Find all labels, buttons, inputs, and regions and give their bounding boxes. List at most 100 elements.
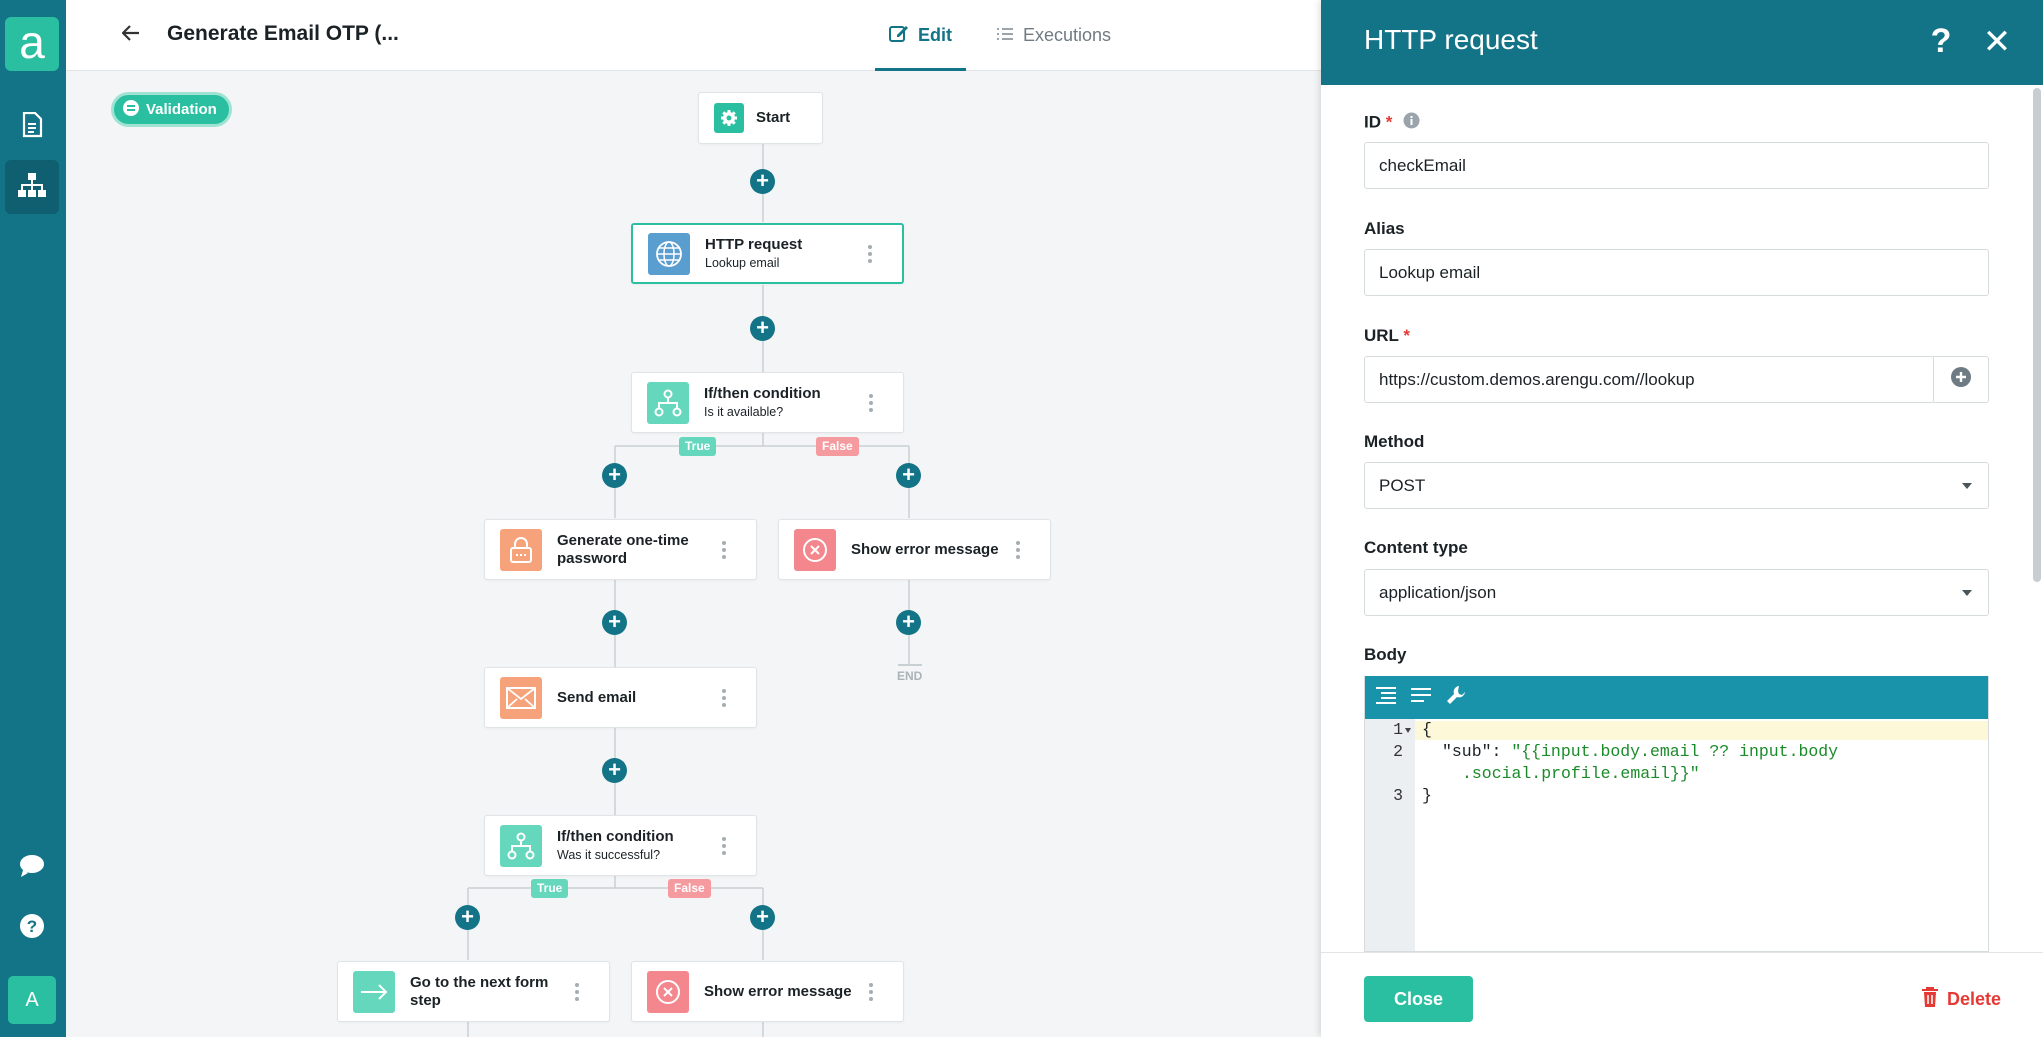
flow-node-send-email[interactable]: Send email	[484, 667, 757, 728]
add-step-button[interactable]: +	[455, 905, 480, 930]
node-title: If/then condition	[557, 828, 674, 846]
back-button[interactable]	[116, 20, 146, 50]
branch-icon	[647, 381, 689, 424]
validation-badge[interactable]: Validation	[111, 92, 232, 127]
tab-edit-label: Edit	[918, 25, 952, 45]
nav-chat[interactable]	[5, 841, 59, 895]
fold-arrow-icon[interactable]	[1405, 728, 1411, 733]
id-input[interactable]: checkEmail	[1364, 142, 1989, 189]
delete-button[interactable]: Delete	[1921, 986, 2001, 1013]
flow-node-next-step[interactable]: Go to the next form step	[337, 961, 610, 1022]
close-icon[interactable]: ✕	[1982, 23, 2012, 61]
trash-icon	[1921, 986, 1939, 1013]
flow-node-generate-otp[interactable]: Generate one-time password	[484, 519, 757, 580]
gear-icon	[714, 103, 744, 133]
flow-node-condition[interactable]: If/then condition Is it available?	[631, 372, 904, 433]
code-open-brace: {	[1422, 720, 1432, 739]
node-title: Show error message	[704, 982, 852, 1000]
delete-button-label: Delete	[1947, 989, 2002, 1009]
chevron-down-icon	[1962, 483, 1972, 489]
end-label: END	[897, 669, 923, 683]
error-icon	[647, 970, 689, 1013]
node-subtitle: Lookup email	[705, 256, 780, 271]
content-type-select[interactable]: application/json	[1364, 569, 1989, 616]
node-menu-button[interactable]	[714, 688, 734, 707]
tab-edit[interactable]: Edit	[875, 0, 966, 71]
node-subtitle: Was it successful?	[557, 848, 661, 863]
body-label: Body	[1364, 645, 1407, 664]
tab-executions[interactable]: Executions	[996, 0, 1111, 71]
list-icon	[996, 25, 1014, 46]
alias-label: Alias	[1364, 219, 1405, 238]
chat-icon	[19, 854, 45, 883]
nav-forms[interactable]	[5, 100, 59, 154]
node-title: Show error message	[851, 540, 999, 558]
close-button[interactable]: Close	[1364, 976, 1473, 1022]
node-settings-panel: HTTP request ? ✕ ID * checkEmail Alias L…	[1321, 0, 2043, 1037]
required-marker: *	[1385, 112, 1393, 132]
add-step-button[interactable]: +	[602, 463, 627, 488]
help-circle-icon: ?	[19, 913, 45, 944]
node-menu-button[interactable]	[861, 393, 881, 412]
node-menu-button[interactable]	[567, 982, 587, 1001]
alias-input[interactable]: Lookup email	[1364, 249, 1989, 296]
line-number: 3	[1393, 786, 1403, 805]
chevron-down-icon	[1962, 590, 1972, 596]
panel-footer: Close Delete	[1321, 952, 2043, 1037]
format-icon[interactable]	[1375, 686, 1397, 709]
add-step-button[interactable]: +	[602, 758, 627, 783]
id-label-text: ID	[1364, 112, 1381, 132]
method-value: POST	[1379, 475, 1426, 495]
arrow-left-icon	[121, 24, 140, 46]
tab-executions-label: Executions	[1023, 25, 1112, 45]
start-node-label: Start	[756, 109, 791, 127]
add-step-button[interactable]: +	[896, 463, 921, 488]
wrench-icon[interactable]	[1445, 684, 1467, 711]
app-logo[interactable]: a	[5, 17, 59, 71]
node-menu-button[interactable]	[861, 982, 881, 1001]
add-step-button[interactable]: +	[750, 905, 775, 930]
node-menu-button[interactable]	[714, 836, 734, 855]
flow-canvas[interactable]: Validation Start +	[66, 72, 1321, 1037]
node-title: If/then condition	[704, 385, 821, 403]
add-step-button[interactable]: +	[750, 169, 775, 194]
id-label: ID *	[1364, 112, 1420, 134]
code-line-2-wrap: .social.profile.email}}"	[1462, 764, 1700, 783]
content-type-label: Content type	[1364, 538, 1468, 557]
plus-circle-icon	[1950, 366, 1972, 393]
form-icon	[122, 99, 140, 121]
flow-node-show-error[interactable]: Show error message	[631, 961, 904, 1022]
panel-scrollbar[interactable]	[2033, 88, 2041, 582]
node-menu-button[interactable]	[714, 540, 734, 559]
body-code-editor[interactable]: 1 2 3 { "sub": "{{input.body.email ?? in…	[1364, 676, 1989, 952]
node-menu-button[interactable]	[1008, 540, 1028, 559]
nav-flows[interactable]	[5, 160, 59, 214]
document-icon	[21, 111, 43, 143]
url-label-text: URL	[1364, 326, 1399, 345]
insert-variable-button[interactable]	[1933, 356, 1989, 403]
start-node[interactable]: Start	[698, 92, 823, 144]
nav-help[interactable]: ?	[5, 901, 59, 955]
code-key: "sub"	[1442, 742, 1492, 761]
user-avatar[interactable]: A	[8, 976, 56, 1024]
line-number: 1	[1393, 720, 1403, 739]
help-button[interactable]: ?	[1930, 22, 1952, 60]
flow-node-show-error[interactable]: Show error message	[778, 519, 1051, 580]
node-subtitle: Is it available?	[704, 405, 784, 420]
node-menu-button[interactable]	[860, 244, 880, 263]
node-title: Go to the next form step	[410, 974, 549, 1009]
add-step-button[interactable]: +	[602, 610, 627, 635]
flow-title: Generate Email OTP (...	[167, 22, 399, 45]
add-step-button[interactable]: +	[896, 610, 921, 635]
active-line	[1415, 721, 1988, 740]
sitemap-icon	[17, 172, 47, 203]
info-icon[interactable]	[1403, 112, 1420, 134]
url-input[interactable]: https://custom.demos.arengu.com//lookup	[1364, 356, 1934, 403]
node-title: HTTP request	[705, 236, 803, 254]
method-select[interactable]: POST	[1364, 462, 1989, 509]
add-step-button[interactable]: +	[750, 316, 775, 341]
compact-icon[interactable]	[1410, 686, 1432, 709]
